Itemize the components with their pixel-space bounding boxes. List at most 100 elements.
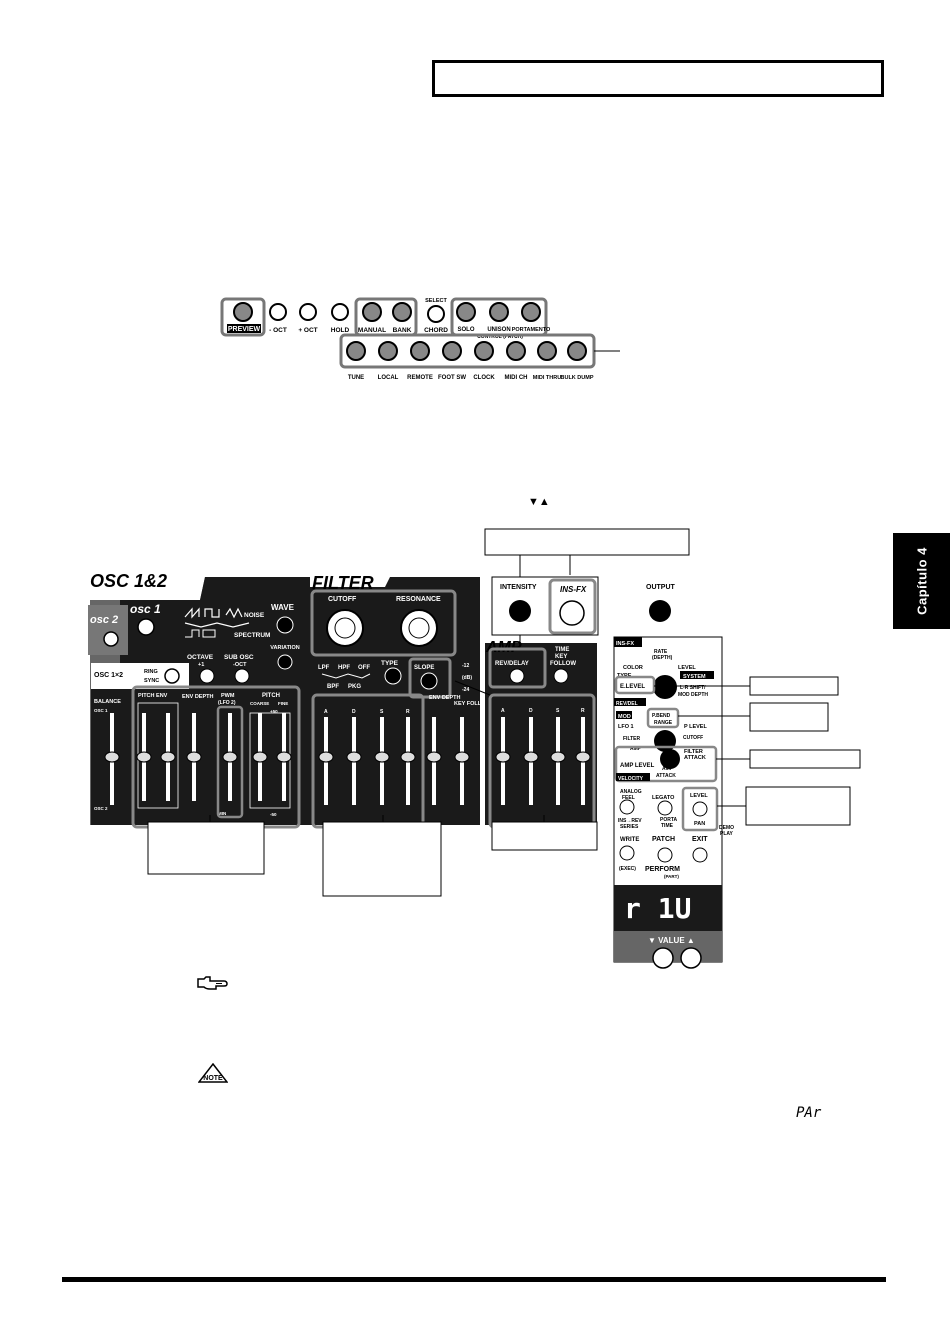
amp-r-slider[interactable] — [575, 751, 591, 763]
lfo2-label: (LFO 2) — [218, 700, 236, 706]
osc2-tab — [88, 605, 128, 655]
key-follow-slider[interactable] — [454, 751, 470, 763]
fine-slider[interactable] — [276, 751, 292, 763]
patch-button[interactable] — [657, 847, 673, 863]
solo-button[interactable] — [456, 302, 476, 322]
preview-button[interactable] — [233, 302, 253, 322]
button-panel: PREVIEW - OCT + OCT HOLD MANUAL BANK SEL… — [220, 292, 620, 381]
exit-button[interactable] — [692, 847, 708, 863]
foot-sw-button[interactable] — [442, 341, 462, 361]
pitch-env-label: PITCH ENV — [138, 693, 168, 699]
saw-wave-icon — [184, 607, 200, 619]
osc1-button[interactable] — [137, 618, 155, 636]
filter-r-slider[interactable] — [400, 751, 416, 763]
filter-type-button[interactable] — [384, 667, 402, 685]
value-down-button[interactable] — [652, 947, 674, 969]
callout-box-attack — [749, 749, 861, 769]
variation-button[interactable] — [277, 654, 293, 670]
analog-feel-button[interactable] — [619, 799, 635, 815]
osc12-title: OSC 1&2 — [90, 571, 167, 591]
insfx-type-knob[interactable] — [653, 675, 677, 699]
balance-slider[interactable] — [104, 751, 120, 763]
level-pan-button[interactable] — [692, 801, 708, 817]
balance-label: BALANCE — [94, 699, 121, 705]
midi-thru-label: MIDI THRU — [533, 375, 561, 381]
rev-delay-label: REV/DELAY — [495, 661, 529, 667]
minus-oct-button[interactable] — [269, 303, 287, 321]
legato-button[interactable] — [657, 800, 673, 816]
bank-button[interactable] — [392, 302, 412, 322]
hpf-label: HPF — [338, 665, 350, 671]
hold-label: HOLD — [331, 327, 350, 334]
variation-label: VARIATION — [270, 645, 299, 651]
octave-button[interactable] — [199, 668, 215, 684]
intensity-knob[interactable] — [509, 600, 531, 622]
filter-a-slider[interactable] — [318, 751, 334, 763]
write-button[interactable] — [619, 845, 635, 861]
resonance-knob[interactable] — [400, 609, 438, 647]
callout-box-e-level — [749, 676, 839, 696]
chord-button[interactable] — [427, 305, 445, 323]
env-depth-slider[interactable] — [186, 751, 202, 763]
noise-label: NOISE — [244, 612, 265, 619]
osc2-label: osc 2 — [90, 614, 118, 626]
resonance-label: RESONANCE — [396, 596, 441, 603]
sub-osc-button[interactable] — [234, 668, 250, 684]
exec-label: (EXEC) — [619, 866, 636, 872]
osc2-button[interactable] — [103, 631, 119, 647]
insfx-highlight — [548, 578, 597, 635]
bpf-label: BPF — [327, 684, 339, 690]
filter-d-slider[interactable] — [346, 751, 362, 763]
amp-a-slider[interactable] — [495, 751, 511, 763]
ring-sync-button[interactable] — [164, 668, 180, 684]
mod-depth-label: MOD DEPTH — [678, 692, 708, 698]
value-up-button[interactable] — [680, 947, 702, 969]
insfx-button[interactable] — [559, 600, 585, 626]
pitch-env-d-slider[interactable] — [160, 751, 176, 763]
wave-selector-line — [184, 622, 250, 628]
midi-ch-button[interactable] — [506, 341, 526, 361]
osc-faders — [136, 702, 292, 819]
pwm-label: PWM — [221, 693, 235, 699]
synth-panel: OSC 1&2 osc 2 osc 1 NOISE WAVE SPECTRUM … — [88, 528, 861, 969]
rev-delay-button[interactable] — [509, 668, 525, 684]
filter-env-s-label: S — [380, 709, 384, 715]
mod-knob[interactable] — [654, 730, 676, 752]
cutoff-resonance-highlight — [310, 589, 457, 657]
amp-faders: A D S R — [495, 708, 591, 805]
amp-d-slider[interactable] — [523, 751, 539, 763]
local-button[interactable] — [378, 341, 398, 361]
amp-s-slider[interactable] — [550, 751, 566, 763]
wave-button[interactable] — [276, 616, 294, 634]
cutoff2-label: CUTOFF — [683, 735, 703, 741]
output-knob[interactable] — [649, 600, 671, 622]
plus-oct-button[interactable] — [299, 303, 317, 321]
bulk-dump-button[interactable] — [567, 341, 587, 361]
tune-button[interactable] — [346, 341, 366, 361]
amp-env-s-label: S — [556, 708, 560, 714]
cutoff-knob[interactable] — [326, 609, 364, 647]
filter-s-slider[interactable] — [374, 751, 390, 763]
callout-box-osc — [147, 821, 265, 875]
slope-button[interactable] — [420, 672, 438, 690]
manual-button[interactable] — [362, 302, 382, 322]
pwm-slider[interactable] — [222, 751, 238, 763]
unison-button[interactable] — [489, 302, 509, 322]
clock-button[interactable] — [474, 341, 494, 361]
follow-label: FOLLOW — [550, 661, 576, 667]
hold-button[interactable] — [331, 303, 349, 321]
filter-env-depth-slider[interactable] — [426, 751, 442, 763]
spectrum-label: SPECTRUM — [234, 632, 270, 639]
remote-button[interactable] — [410, 341, 430, 361]
midi-thru-button[interactable] — [537, 341, 557, 361]
pitch-env-a-slider[interactable] — [136, 751, 152, 763]
part-label: (PART) — [664, 874, 679, 879]
coarse-slider[interactable] — [252, 751, 268, 763]
analog-label: ANALOG — [620, 789, 642, 795]
time-key-follow-button[interactable] — [553, 668, 569, 684]
off-label: OFF — [358, 665, 370, 671]
min-label: MIN — [218, 811, 226, 816]
attack-knob[interactable] — [660, 749, 680, 769]
portamento-button[interactable] — [521, 302, 541, 322]
pointing-hand-icon — [197, 976, 228, 990]
